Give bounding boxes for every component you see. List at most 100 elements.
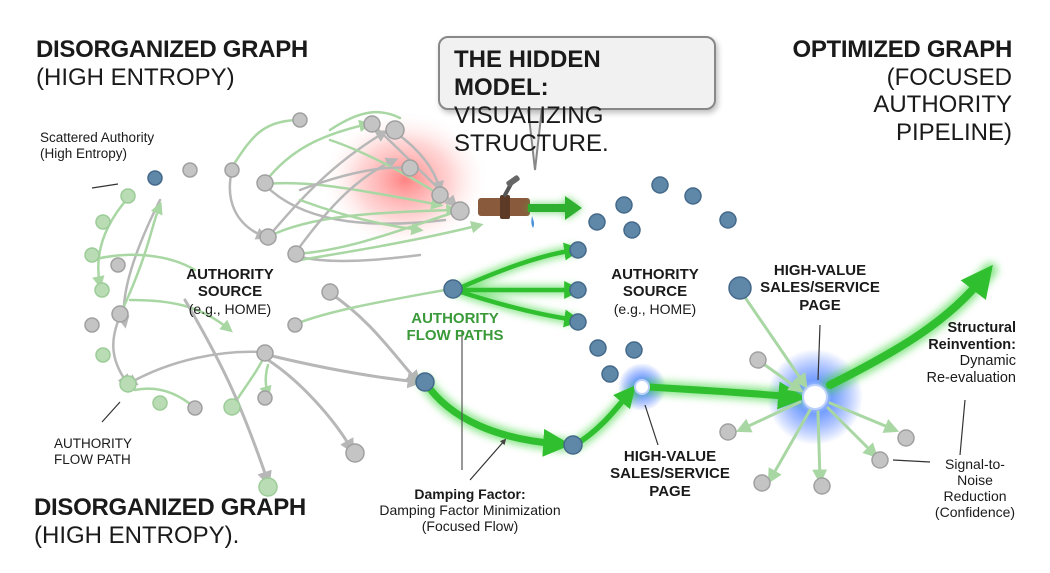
graph-node — [871, 451, 889, 469]
left-bottom-title-line2: (HIGH ENTROPY). — [34, 521, 240, 549]
graph-node — [257, 390, 273, 406]
graph-node — [259, 228, 277, 246]
graph-node — [569, 281, 587, 299]
signal-line4: (Confidence) — [934, 504, 1016, 521]
middle-high-value-page-label: HIGH-VALUE SALES/SERVICE PAGE — [605, 448, 735, 500]
right-hv-line3: PAGE — [799, 296, 841, 314]
graph-node — [563, 435, 583, 455]
damping-line2: Damping Factor Minimization — [379, 502, 561, 519]
leader-lines — [91, 183, 966, 481]
reinvention-line2: Reinvention: — [928, 336, 1016, 353]
left-top-title-line2: (HIGH ENTROPY) — [36, 63, 235, 91]
graph-node — [897, 429, 915, 447]
graph-node — [84, 247, 100, 263]
right-hv-line1: HIGH-VALUE — [773, 262, 867, 279]
scattered-authority-line1: Scattered Authority — [40, 130, 155, 145]
reinvention-line4: Re-evaluation — [926, 370, 1016, 387]
graph-node — [363, 115, 381, 133]
hidden-model-callout: THE HIDDEN MODEL: VISUALIZING STRUCTURE. — [438, 36, 716, 157]
graph-node — [345, 443, 365, 463]
left-top-title-line1: DISORGANIZED GRAPH — [36, 36, 308, 63]
graph-node — [588, 213, 606, 231]
left-authority-source-label: AUTHORITY SOURCE (e.g., HOME) — [180, 266, 280, 317]
graph-node — [431, 186, 449, 204]
signal-line2: Noise — [957, 472, 993, 489]
graph-node — [258, 477, 278, 497]
callout-line1: THE HIDDEN MODEL: — [454, 46, 601, 101]
middle-hv-line2: SALES/SERVICE — [610, 465, 730, 483]
graph-node — [623, 221, 641, 239]
graph-node — [569, 241, 587, 259]
scattered-authority-label: Scattered Authority (High Entropy) — [40, 130, 154, 161]
left-source-line3: (e.g., HOME) — [188, 300, 272, 317]
damping-line1: Damping Factor: — [414, 486, 526, 502]
right-title-line1: OPTIMIZED GRAPH — [792, 36, 1012, 63]
valve-pipe — [478, 175, 582, 228]
middle-hv-line1: HIGH-VALUE — [623, 448, 717, 465]
graph-node — [110, 257, 126, 273]
graph-node — [223, 398, 241, 416]
graph-node — [224, 162, 240, 178]
scattered-authority-line2: (High Entropy) — [40, 145, 128, 161]
graph-node — [119, 375, 137, 393]
graph-node — [111, 305, 129, 323]
graph-node — [719, 211, 737, 229]
graph-node — [287, 245, 305, 263]
right-high-value-page-label: HIGH-VALUE SALES/SERVICE PAGE — [755, 262, 885, 314]
graph-node — [450, 201, 470, 221]
graph-node — [753, 474, 771, 492]
graph-node — [802, 384, 828, 410]
graph-node — [589, 339, 607, 357]
graph-node — [187, 400, 203, 416]
right-title-line2: (FOCUSED AUTHORITY — [873, 63, 1012, 119]
right-hv-line2: SALES/SERVICE — [760, 279, 880, 297]
left-flow-path-line2: FLOW PATH — [54, 451, 131, 467]
graph-node — [84, 317, 100, 333]
damping-factor-label: Damping Factor: Damping Factor Minimizat… — [360, 486, 580, 534]
graph-node — [728, 276, 752, 300]
graph-node — [443, 279, 463, 299]
reinvention-line3: Dynamic — [959, 353, 1016, 370]
callout-line2: VISUALIZING STRUCTURE. — [454, 102, 609, 157]
authority-flow-paths-label: AUTHORITY FLOW PATHS — [395, 310, 515, 345]
middle-hv-line3: PAGE — [649, 482, 691, 500]
left-top-title: DISORGANIZED GRAPH (HIGH ENTROPY) — [36, 36, 308, 91]
signal-to-noise-label: Signal-to- Noise Reduction (Confidence) — [920, 456, 1030, 520]
graph-node — [385, 120, 405, 140]
graph-node — [749, 351, 767, 369]
damping-line3: (Focused Flow) — [421, 518, 519, 535]
graph-node — [615, 196, 633, 214]
graph-node — [813, 477, 831, 495]
right-spokes — [735, 288, 900, 485]
graph-node — [152, 395, 168, 411]
graph-node — [256, 344, 274, 362]
flow-paths-line2: FLOW PATHS — [406, 327, 504, 345]
signal-line3: Reduction — [943, 488, 1007, 505]
middle-flow-arrows — [418, 242, 998, 457]
graph-node — [321, 283, 339, 301]
graph-node — [287, 317, 303, 333]
left-source-line2: SOURCE — [197, 283, 263, 301]
graph-node — [401, 159, 419, 177]
right-title: OPTIMIZED GRAPH (FOCUSED AUTHORITY PIPEL… — [780, 36, 1012, 146]
graph-node — [182, 162, 198, 178]
signal-line1: Signal-to- — [945, 456, 1005, 472]
left-bottom-title: DISORGANIZED GRAPH (HIGH ENTROPY). — [34, 494, 306, 549]
graph-node — [94, 282, 110, 298]
graph-node — [95, 214, 111, 230]
middle-authority-source-label: AUTHORITY SOURCE (e.g., HOME) — [600, 266, 710, 317]
graph-node — [147, 170, 163, 186]
graph-node — [601, 365, 619, 383]
left-bottom-title-line1: DISORGANIZED GRAPH — [34, 494, 306, 521]
middle-source-line3: (e.g., HOME) — [613, 300, 697, 317]
left-flow-path-label: AUTHORITY FLOW PATH — [54, 436, 132, 467]
graph-node — [292, 112, 308, 128]
middle-source-line2: SOURCE — [622, 283, 688, 301]
graph-node — [625, 341, 643, 359]
left-source-line1: AUTHORITY — [186, 266, 274, 283]
node-layer — [84, 112, 915, 497]
middle-source-line1: AUTHORITY — [611, 266, 699, 283]
graph-node — [634, 379, 650, 395]
right-title-line3: PIPELINE) — [895, 118, 1012, 146]
